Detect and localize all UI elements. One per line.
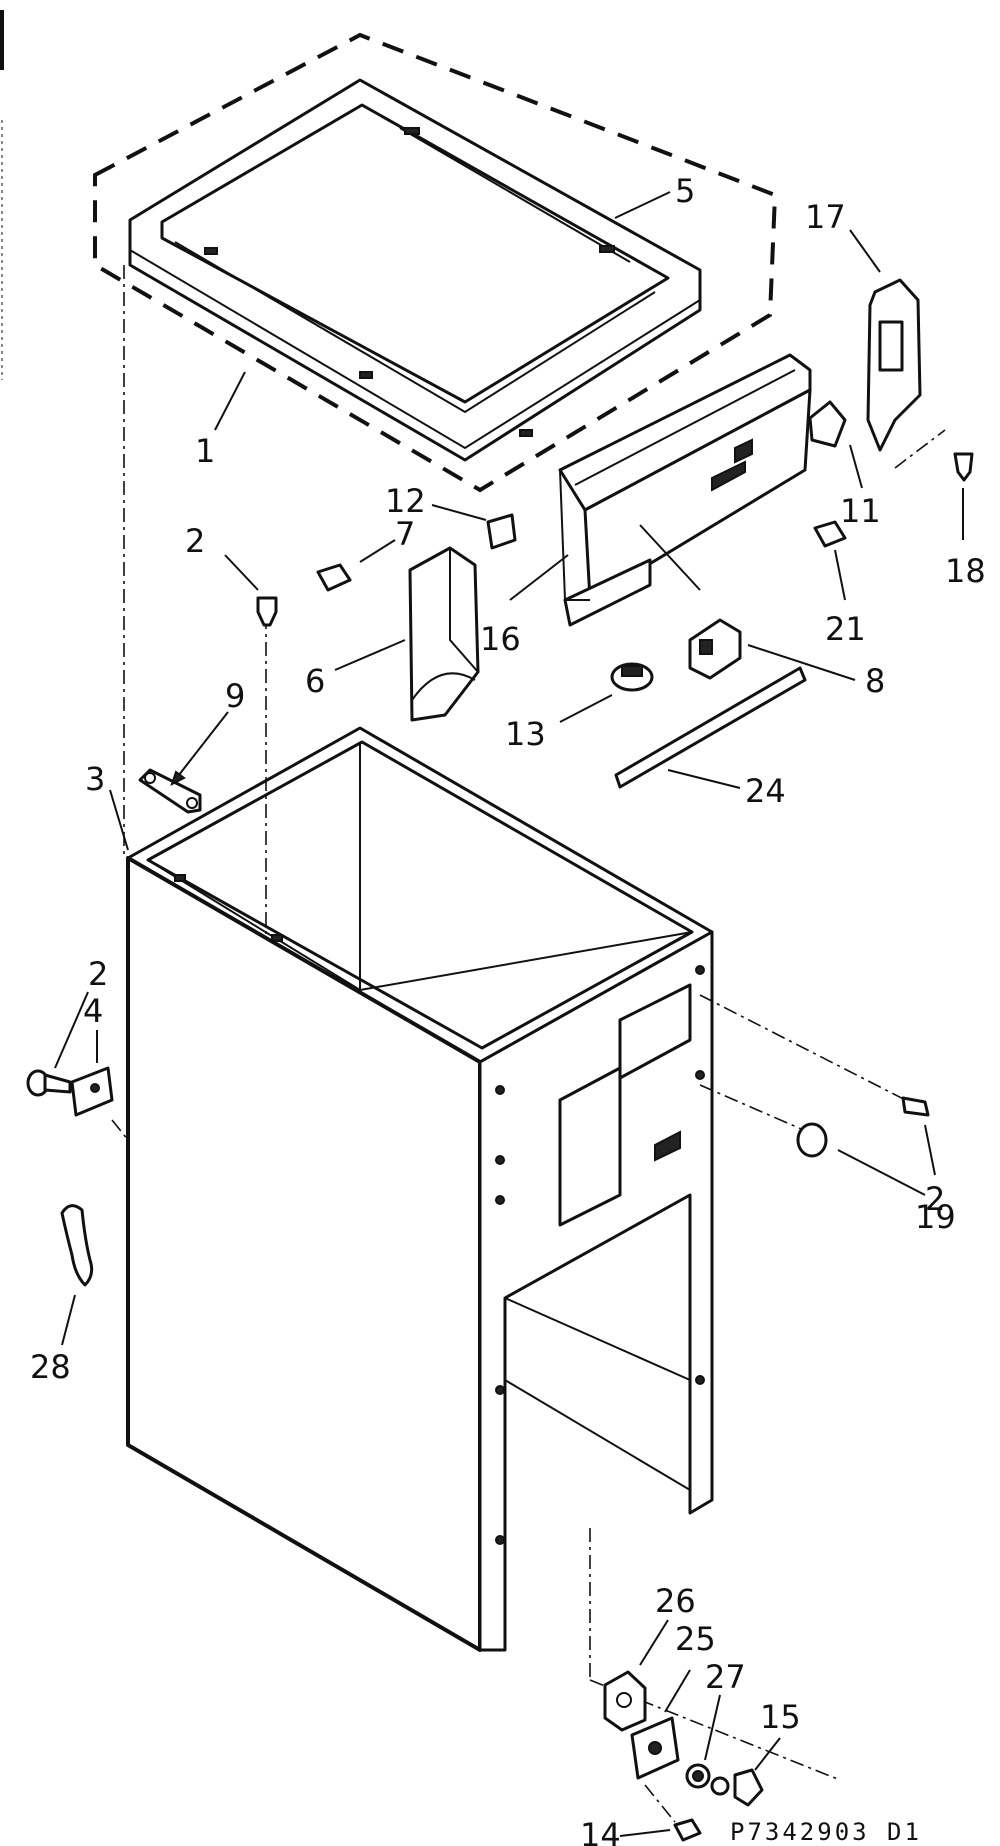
callout-26: 26 [655,1582,696,1620]
lid-part-5 [128,78,702,462]
switch-part-8 [688,618,742,680]
callout-12: 12 [385,482,426,520]
callout-16: 16 [480,620,521,658]
callout-2: 2 [925,1180,945,1218]
alignment-line [589,1679,841,1781]
leader-24 [667,769,741,789]
leader-15 [754,1737,781,1771]
leader-7 [359,539,396,563]
knob-part-11 [808,400,847,448]
leader-2b [54,991,89,1069]
leader-17 [849,229,881,273]
callout-27: 27 [705,1658,746,1696]
callout-25: 25 [675,1620,716,1658]
callout-14: 14 [580,1816,621,1846]
leader-16 [509,554,569,601]
screw-part-2 [256,596,278,627]
callout-5: 5 [675,172,695,210]
strip-part-24 [614,666,807,789]
alignment-line [699,994,926,1111]
callout-11: 11 [840,492,881,530]
callout-15: 15 [760,1698,801,1736]
leader-14 [619,1829,671,1837]
control-bracket-part-16 [558,353,812,627]
clip-part-7 [316,563,352,592]
clip-part-12 [486,513,517,550]
screw-part-21 [813,520,847,548]
leader-2a [224,554,259,591]
leader-8 [747,644,856,681]
callout-7: 7 [395,515,415,553]
leader-25 [664,1669,691,1713]
callout-21: 21 [825,610,866,648]
leader-9 [174,711,229,781]
callout-9: 9 [225,677,245,715]
lid-outline-part-1 [93,32,778,493]
plate-part-25 [630,1716,680,1780]
leader-5 [614,191,671,219]
leader-12 [431,504,487,521]
plug-part-19 [796,1122,828,1158]
leader-26 [639,1619,669,1666]
cabinet-part-3 [126,726,714,1652]
alignment-line [699,1084,816,1136]
end-cap-part-17 [866,278,922,452]
callout-3: 3 [85,760,105,798]
leader-6 [334,639,406,671]
callout-4: 4 [83,992,103,1030]
callout-2: 2 [185,522,205,560]
leader-1 [214,371,246,431]
callout-19: 19 [915,1198,956,1236]
screw-part-2-left [26,1069,72,1097]
leader-11 [849,444,863,489]
cover-part-6 [408,546,480,722]
callout-8: 8 [865,662,885,700]
callout-6: 6 [305,662,325,700]
bracket-part-9 [138,768,202,814]
leader-3 [109,789,129,851]
knob-part-13 [610,662,654,692]
callout-13: 13 [505,715,546,753]
screw-part-18 [953,452,974,482]
alignment-line [644,1784,676,1823]
nut-part-27 [685,1763,730,1796]
leader-13 [559,694,613,723]
callout-18: 18 [945,552,986,590]
callout-2: 2 [88,955,108,993]
leader-27 [704,1694,721,1761]
screw-part-15 [733,1768,764,1807]
cord-part-28 [60,1204,94,1287]
leader-21 [834,549,846,601]
screw-part-2-right [901,1096,930,1117]
bracket-part-26 [603,1670,647,1732]
plate-part-4 [70,1066,114,1117]
leader-2c [924,1124,936,1176]
alignment-line [111,1119,129,1141]
screw-part-14 [673,1818,702,1842]
drawing-code: P7342903 D1 [730,1818,922,1846]
leader-28 [61,1294,76,1346]
alignment-line [894,429,946,469]
callout-24: 24 [745,772,786,810]
callout-17: 17 [805,198,846,236]
leader-19 [837,1149,926,1196]
callout-1: 1 [195,432,215,470]
callout-28: 28 [30,1348,71,1386]
